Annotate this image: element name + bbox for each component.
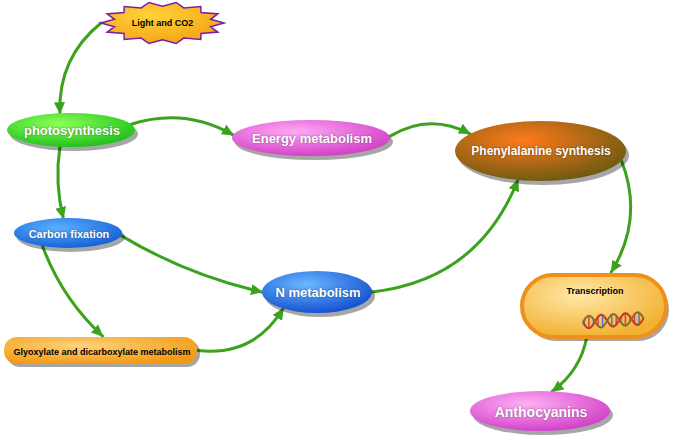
- process-ellipse: N metabolism: [260, 268, 376, 318]
- process-ellipse: Energy metabolism: [230, 117, 394, 161]
- ellipse-fill: [7, 113, 135, 147]
- process-ellipse: Phenylalanine synthesis: [453, 118, 630, 186]
- input-star: Light and CO2: [100, 1, 225, 45]
- node-label: photosynthesis: [24, 124, 120, 139]
- blob-fill: [4, 337, 197, 364]
- process-ellipse: photosynthesis: [5, 110, 139, 152]
- dna-rung: [588, 316, 590, 329]
- flow-arrow: [58, 147, 63, 218]
- node-label: Glyoxylate and dicarboxylate metabolism: [13, 347, 190, 357]
- flow-arrow: [611, 160, 630, 272]
- node-label: Carbon fixation: [29, 228, 110, 241]
- transcription-capsule: Transcription: [519, 272, 671, 342]
- node-shape: [519, 272, 671, 342]
- flow-arrow: [390, 124, 470, 137]
- ellipse-fill: [14, 218, 122, 248]
- node-label: Energy metabolism: [252, 132, 372, 147]
- flow-arrow: [121, 236, 262, 292]
- output-ellipse: Anthocyanins: [468, 388, 614, 436]
- process-ellipse: Carbon fixation: [12, 215, 126, 253]
- capsule-fill: [522, 275, 666, 337]
- node-label: N metabolism: [275, 286, 360, 301]
- ellipse-fill: [470, 391, 610, 431]
- ellipse-fill: [262, 271, 372, 313]
- node-label: Anthocyanins: [495, 404, 588, 420]
- node-label: Light and CO2: [132, 18, 194, 28]
- flow-arrow: [198, 309, 283, 352]
- dna-rung: [625, 313, 627, 326]
- flow-arrow: [372, 180, 518, 292]
- ellipse-fill: [232, 120, 390, 156]
- ellipse-fill: [455, 121, 626, 181]
- dna-strand: [583, 312, 644, 327]
- dna-strand: [583, 313, 644, 328]
- flow-arrow: [131, 118, 233, 135]
- flow-arrow: [43, 246, 103, 336]
- flow-arrow: [60, 23, 101, 113]
- node-label: Transcription: [566, 286, 623, 296]
- flow-arrow: [552, 337, 587, 391]
- star-burst: [101, 3, 224, 44]
- node-label: Phenylalanine synthesis: [471, 145, 610, 159]
- process-blob: Glyoxylate and dicarboxylate metabolism: [2, 335, 202, 369]
